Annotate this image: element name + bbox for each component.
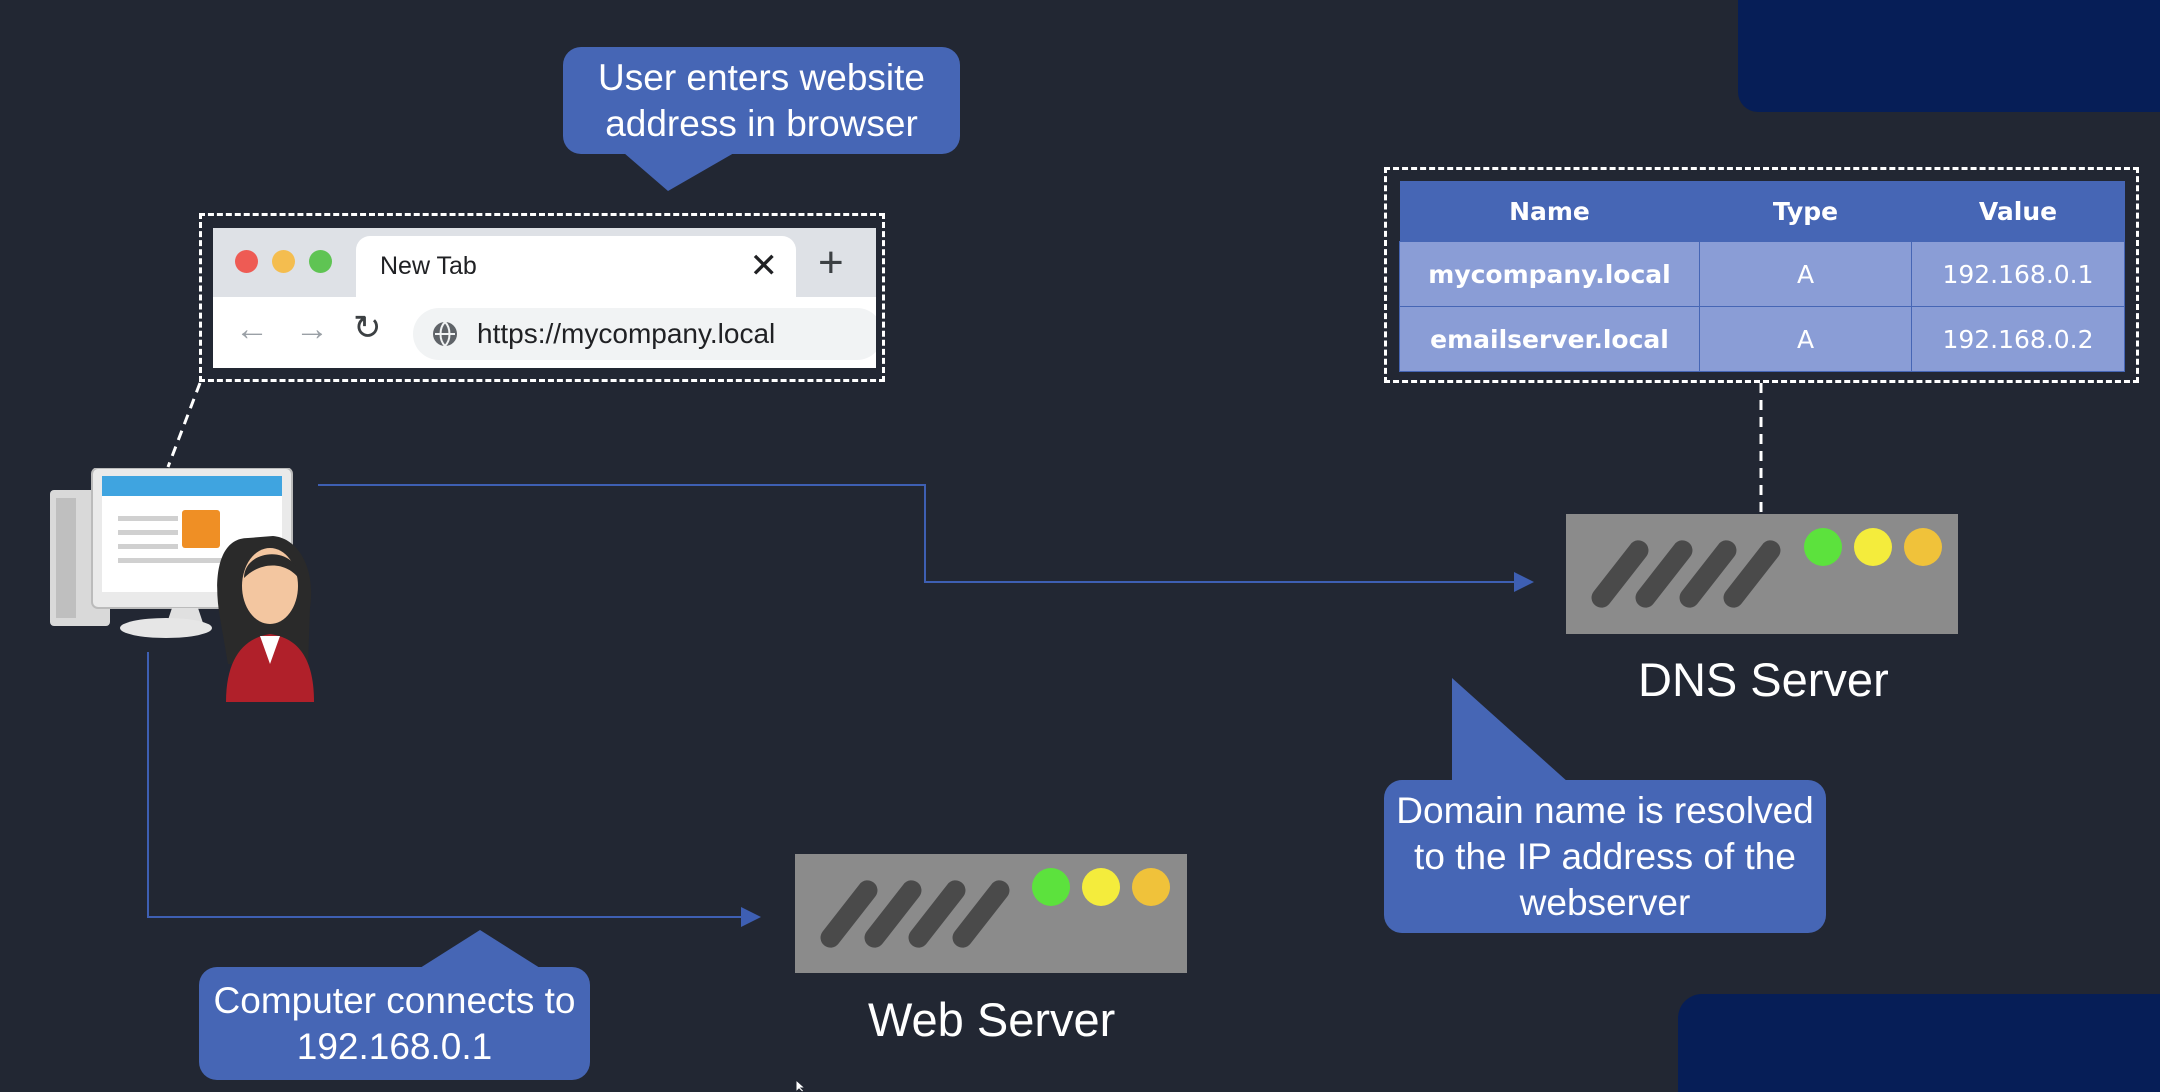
globe-icon (433, 321, 457, 347)
status-led-orange (1904, 528, 1942, 566)
table-header-row: Name Type Value (1399, 181, 2125, 242)
table-row: mycompany.local A 192.168.0.1 (1399, 241, 2125, 307)
status-led-yellow (1082, 868, 1120, 906)
browser-highlight-box (199, 213, 885, 382)
window-minimize-dot[interactable] (272, 250, 295, 273)
callout-user-enters-address: User enters website address in browser (563, 47, 960, 154)
callout-tail (624, 153, 734, 191)
forward-arrow-icon[interactable]: → (295, 310, 329, 348)
address-bar[interactable]: https://mycompany.local (413, 308, 876, 360)
new-tab-icon[interactable]: + (818, 238, 844, 287)
line-to-dns-server (318, 484, 1534, 592)
corner-block-top-right (1738, 0, 2160, 112)
browser-tab-bar: New Tab ✕ + (213, 228, 876, 297)
mouse-cursor-icon (795, 1080, 807, 1092)
browser-to-computer-dashed (166, 382, 202, 468)
tab-new-tab[interactable]: New Tab ✕ (356, 236, 796, 297)
status-led-green (1032, 868, 1070, 906)
web-server-label: Web Server (868, 993, 1116, 1046)
back-arrow-icon[interactable]: ← (235, 310, 269, 348)
record-type: A (1699, 241, 1912, 307)
web-server-icon (795, 854, 1187, 973)
tab-title: New Tab (380, 252, 477, 280)
record-type: A (1699, 306, 1912, 372)
callout-tail (1452, 678, 1568, 782)
computer-user-icon (50, 468, 314, 702)
column-header-value: Value (1911, 181, 2125, 242)
callout-domain-resolved: Domain name is resolved to the IP addres… (1384, 780, 1826, 933)
callout-tail (420, 930, 540, 968)
column-header-name: Name (1399, 181, 1700, 242)
record-name: mycompany.local (1399, 241, 1700, 307)
status-led-yellow (1854, 528, 1892, 566)
line-to-web-server (147, 652, 761, 927)
corner-block-bottom-right (1678, 994, 2160, 1092)
status-led-green (1804, 528, 1842, 566)
dns-server-icon (1566, 514, 1958, 634)
window-close-dot[interactable] (235, 250, 258, 273)
record-value: 192.168.0.1 (1911, 241, 2125, 307)
column-header-type: Type (1699, 181, 1912, 242)
browser-window: New Tab ✕ + ← → ↻ https://mycompany.loca… (213, 228, 876, 368)
status-led-orange (1132, 868, 1170, 906)
window-maximize-dot[interactable] (309, 250, 332, 273)
close-icon[interactable]: ✕ (749, 247, 779, 285)
record-value: 192.168.0.2 (1911, 306, 2125, 372)
url-text[interactable]: https://mycompany.local (477, 318, 776, 349)
table-row: emailserver.local A 192.168.0.2 (1399, 306, 2125, 372)
dns-records-table: Name Type Value mycompany.local A 192.16… (1399, 181, 2125, 372)
callout-computer-connects: Computer connects to 192.168.0.1 (199, 967, 590, 1080)
dns-records-highlight-box (1384, 167, 2139, 383)
record-name: emailserver.local (1399, 306, 1700, 372)
dns-server-label: DNS Server (1638, 653, 1889, 706)
reload-icon[interactable]: ↻ (353, 309, 382, 347)
